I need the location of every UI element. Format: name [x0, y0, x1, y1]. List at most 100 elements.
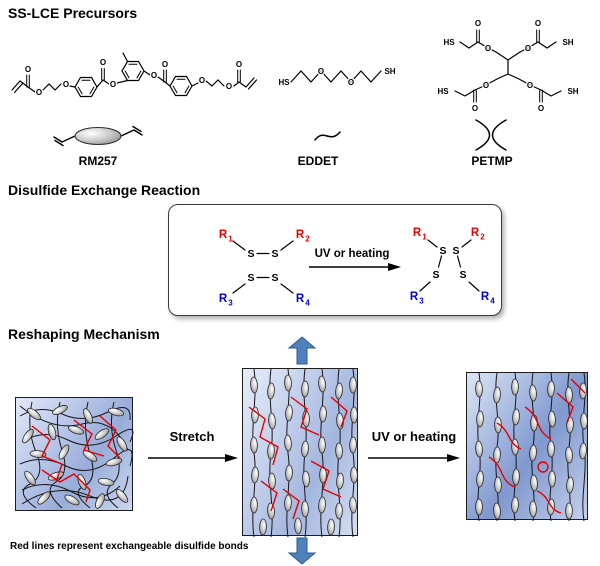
stretch-direction-arrow-down — [287, 537, 317, 565]
mesogen-ellipse — [47, 423, 57, 441]
uv-step-arrow — [368, 454, 460, 462]
uv-or-heating-inline-label: UV or heating — [315, 248, 390, 260]
rm257-label: RM257 — [78, 154, 118, 168]
mesogen-ellipse — [302, 470, 310, 488]
mesogen-ellipse — [318, 436, 326, 454]
r1-subscript: 1 — [228, 235, 233, 244]
mesogen-ellipse — [251, 466, 259, 484]
mesogen-ellipse — [475, 380, 483, 398]
mesogen-ellipse — [512, 408, 520, 426]
mesogen-ellipse — [335, 442, 343, 460]
mesogen-ellipse — [580, 412, 588, 430]
mesogen-ellipse — [82, 450, 98, 462]
mesogen-ellipse — [284, 374, 292, 392]
exchange-section-title: Disulfide Exchange Reaction — [8, 182, 201, 198]
oxygen-label: O — [36, 88, 42, 97]
mesogen-ellipse — [22, 428, 34, 444]
oxygen-label: O — [485, 44, 491, 53]
sulfur-label: S — [271, 272, 278, 284]
mesogen-ellipse — [27, 407, 41, 421]
mesogen-ellipse — [318, 496, 326, 514]
mesogen-ellipse — [285, 404, 293, 422]
polymer-network-random — [19, 401, 134, 509]
mesogen-ellipse — [548, 470, 556, 488]
rm257-bonds — [11, 52, 258, 98]
mesogen-ellipse — [105, 457, 123, 467]
r1-subscript: 1 — [422, 233, 427, 242]
mesogen-ellipse — [97, 477, 115, 487]
mesogen-ellipse — [74, 127, 122, 145]
mesogen-ellipse — [284, 434, 292, 452]
mesogen-ellipse — [529, 500, 537, 518]
r2-label: R — [296, 229, 305, 241]
thiol-label: HS — [443, 38, 455, 47]
sulfur-label: S — [432, 269, 439, 281]
exchange-reaction-box: R 1 S S R 2 R 3 S S R 4 UV o — [168, 204, 502, 316]
mesogen-ellipse — [547, 440, 555, 458]
eddet-structure: HS O O SH — [277, 66, 397, 89]
mesogen-ellipse — [350, 466, 358, 484]
mesogen-ellipse — [335, 382, 343, 400]
oxygen-label: O — [151, 71, 157, 80]
r2-subscript: 2 — [480, 233, 485, 242]
rm257-mesogen-schematic — [53, 125, 143, 147]
mesogen-ellipse — [259, 518, 267, 536]
r4-subscript: 4 — [305, 299, 310, 308]
sulfur-label: S — [247, 272, 254, 284]
mesogen-ellipse — [267, 382, 275, 400]
mesogen-ellipse — [529, 444, 537, 462]
mesogen-ellipse — [566, 416, 574, 434]
r1-label: R — [219, 229, 228, 241]
mesogen-ellipse — [511, 378, 519, 396]
mesogen-ellipse — [511, 496, 519, 514]
oxygen-label: O — [535, 19, 541, 28]
mesogen-ellipse — [250, 496, 258, 514]
polymer-network-aligned — [248, 368, 358, 538]
mesogen-ellipse — [116, 436, 128, 452]
rm257-atom-labels: O O O O O O O O O O — [24, 57, 244, 99]
mesogen-ellipse — [494, 416, 502, 434]
lce-box-unstretched — [15, 397, 134, 511]
mesogen-ellipse — [327, 518, 335, 536]
petmp-crosslinker-schematic — [475, 119, 507, 151]
reactant-disulfides: R 1 S S R 2 R 3 S S R 4 — [219, 229, 310, 308]
oxygen-label: O — [525, 44, 531, 53]
mesogen-ellipse — [95, 493, 105, 509]
mesogen-ellipse — [548, 410, 556, 428]
mesogen-ellipse — [493, 386, 501, 404]
stretch-direction-arrow-up — [287, 336, 317, 365]
mesogen-ellipse — [475, 440, 483, 458]
mesogen-ellipse — [301, 380, 309, 398]
mesogen-ellipse — [294, 517, 302, 535]
mesogen-ellipse — [24, 470, 36, 486]
exchange-reaction-diagram: R 1 S S R 2 R 3 S S R 4 UV o — [219, 227, 495, 308]
oxygen-label: O — [236, 60, 242, 69]
r3-subscript: 3 — [228, 299, 233, 308]
mesogen-ellipse — [83, 408, 93, 424]
uv-step-label: UV or heating — [371, 429, 457, 444]
mesogen-ellipse — [64, 494, 80, 506]
mesogen-ellipse — [336, 472, 344, 490]
mesogen-ellipse — [494, 476, 502, 494]
benzene-ring-c — [169, 75, 193, 97]
mesogen-ellipse — [475, 498, 483, 516]
oxygen-label: O — [110, 80, 116, 89]
mesogen-ellipse — [579, 442, 587, 460]
mesogen-ellipse — [476, 410, 484, 428]
mesogen-ellipse — [565, 502, 573, 520]
reaction-arrow: UV or heating — [309, 248, 401, 271]
benzene-ring-b — [121, 60, 145, 82]
mesogen-ellipse — [285, 464, 293, 482]
mesogen-ellipse — [319, 405, 327, 423]
r2-label: R — [471, 227, 480, 239]
oxygen-label: O — [63, 80, 69, 89]
thiol-label: SH — [567, 87, 578, 96]
oxygen-label: O — [483, 81, 489, 90]
mesogen-ellipse — [301, 440, 309, 458]
oxygen-label: O — [538, 104, 544, 113]
mesogen-ellipse — [284, 494, 292, 512]
oxygen-label: O — [25, 65, 31, 74]
mesogen-ellipse — [250, 436, 258, 454]
mesogen-ellipse — [350, 406, 358, 424]
mesogen-ellipse — [250, 376, 258, 394]
